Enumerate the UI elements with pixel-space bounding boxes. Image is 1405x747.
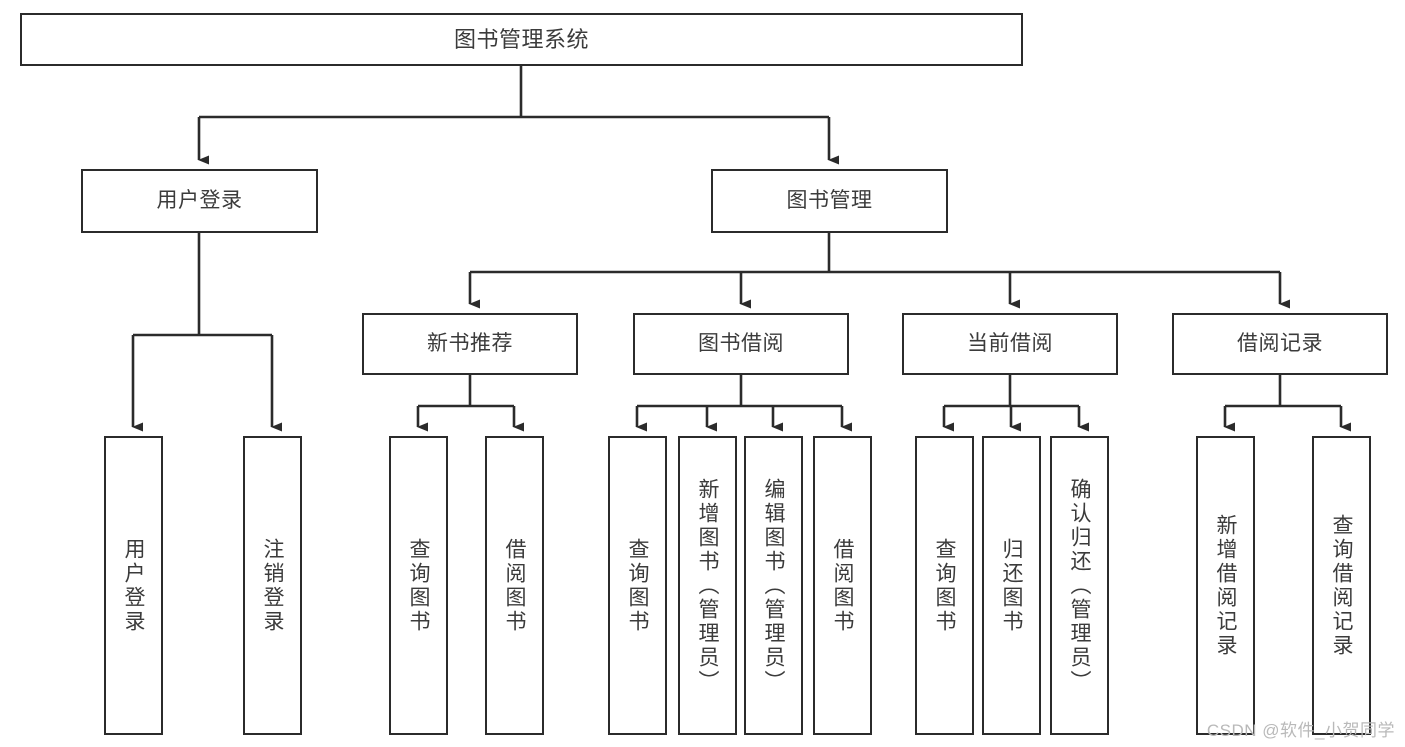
node-leaf-user-logout[interactable]: 注销登录 xyxy=(243,436,302,735)
node-leaf-query-record-label: 查询借阅记录 xyxy=(1330,513,1353,658)
node-book-borrow-label: 图书借阅 xyxy=(698,331,784,355)
node-root-label: 图书管理系统 xyxy=(453,26,589,52)
node-leaf-query-book-3[interactable]: 查询图书 xyxy=(915,436,974,735)
node-leaf-borrow-book-1-label: 借阅图书 xyxy=(503,537,526,634)
node-leaf-return-book-label: 归还图书 xyxy=(1000,537,1023,634)
node-borrow-record[interactable]: 借阅记录 xyxy=(1172,313,1388,375)
node-new-book-recommend-label: 新书推荐 xyxy=(427,331,513,355)
node-leaf-query-record[interactable]: 查询借阅记录 xyxy=(1312,436,1371,735)
node-book-management-label: 图书管理 xyxy=(786,188,873,212)
node-leaf-edit-book-label: 编辑图书（管理员） xyxy=(762,477,785,694)
node-leaf-user-login[interactable]: 用户登录 xyxy=(104,436,163,735)
node-leaf-add-book[interactable]: 新增图书（管理员） xyxy=(678,436,737,735)
node-leaf-query-book-2-label: 查询图书 xyxy=(626,537,649,634)
node-leaf-return-book[interactable]: 归还图书 xyxy=(982,436,1041,735)
node-user-login[interactable]: 用户登录 xyxy=(81,169,318,233)
node-leaf-query-book-1[interactable]: 查询图书 xyxy=(389,436,448,735)
node-leaf-edit-book[interactable]: 编辑图书（管理员） xyxy=(744,436,803,735)
node-book-borrow[interactable]: 图书借阅 xyxy=(633,313,849,375)
node-leaf-borrow-book-1[interactable]: 借阅图书 xyxy=(485,436,544,735)
node-new-book-recommend[interactable]: 新书推荐 xyxy=(362,313,578,375)
node-book-management[interactable]: 图书管理 xyxy=(711,169,948,233)
node-leaf-borrow-book-2[interactable]: 借阅图书 xyxy=(813,436,872,735)
node-leaf-user-logout-label: 注销登录 xyxy=(261,537,284,634)
node-leaf-add-record-label: 新增借阅记录 xyxy=(1214,513,1237,658)
node-current-borrow-label: 当前借阅 xyxy=(967,331,1053,355)
node-root[interactable]: 图书管理系统 xyxy=(20,13,1023,66)
node-leaf-query-book-1-label: 查询图书 xyxy=(407,537,430,634)
node-current-borrow[interactable]: 当前借阅 xyxy=(902,313,1118,375)
node-leaf-user-login-label: 用户登录 xyxy=(122,537,145,634)
node-leaf-query-book-3-label: 查询图书 xyxy=(933,537,956,634)
node-leaf-add-book-label: 新增图书（管理员） xyxy=(696,477,719,694)
node-leaf-borrow-book-2-label: 借阅图书 xyxy=(831,537,854,634)
node-user-login-label: 用户登录 xyxy=(156,188,243,212)
node-borrow-record-label: 借阅记录 xyxy=(1237,331,1323,355)
node-leaf-confirm-return-label: 确认归还（管理员） xyxy=(1068,477,1091,694)
node-leaf-query-book-2[interactable]: 查询图书 xyxy=(608,436,667,735)
node-leaf-add-record[interactable]: 新增借阅记录 xyxy=(1196,436,1255,735)
watermark: CSDN @软件_小贺同学 xyxy=(1206,721,1395,740)
node-leaf-confirm-return[interactable]: 确认归还（管理员） xyxy=(1050,436,1109,735)
